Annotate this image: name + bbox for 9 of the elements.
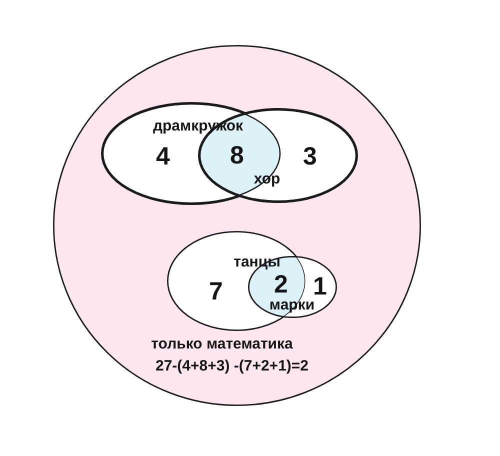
set-name: только математика	[151, 336, 293, 352]
region-count: 2	[274, 272, 288, 298]
region-count: 8	[230, 144, 244, 168]
region-count: 7	[209, 280, 223, 304]
region-count: 3	[303, 144, 317, 170]
universe-circle	[53, 45, 421, 406]
region-count: 4	[156, 144, 170, 170]
formula: 27-(4+8+3) -(7+2+1)=2	[155, 358, 309, 374]
region-count: 1	[313, 274, 327, 300]
